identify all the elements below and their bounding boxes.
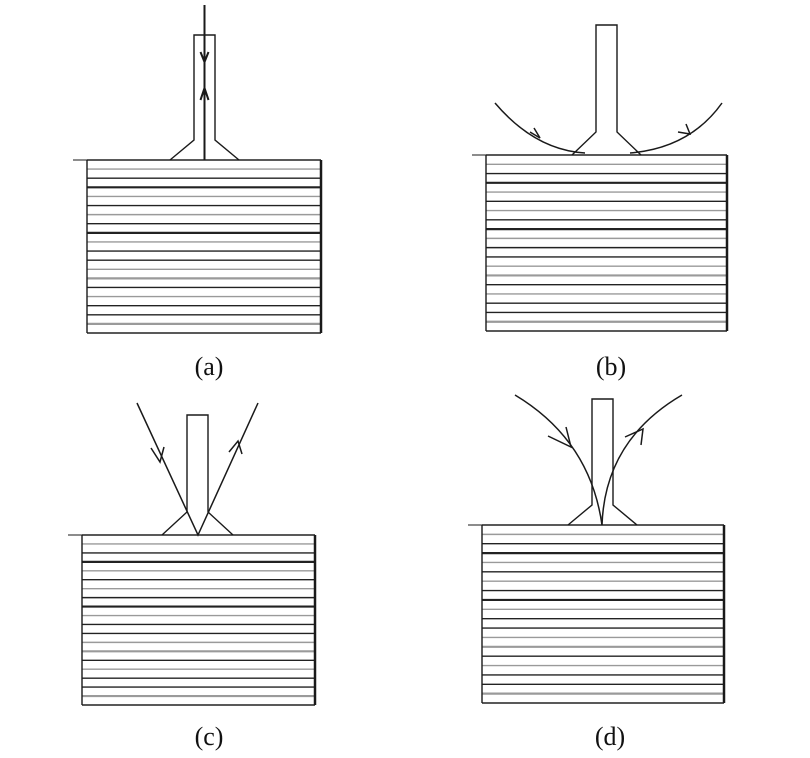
arrow-icon — [228, 439, 243, 455]
panel-b — [472, 24, 729, 332]
probe-stem — [567, 398, 638, 526]
panel-a — [73, 5, 323, 334]
arrow-up-icon — [199, 84, 210, 101]
arrow-down-icon — [199, 51, 210, 65]
panel-label-d: (d) — [595, 722, 625, 751]
arrow-icon — [150, 446, 165, 464]
reflected-ray — [629, 102, 723, 154]
incident-ray — [514, 394, 603, 526]
ray-path — [136, 402, 259, 537]
panel-d — [468, 394, 726, 704]
panel-c — [68, 402, 317, 706]
panel-label-a: (a) — [195, 352, 224, 381]
panel-label-b: (b) — [596, 352, 626, 381]
probe-stem — [571, 24, 642, 156]
reflected-ray — [601, 394, 683, 526]
panel-label-c: (c) — [195, 722, 224, 751]
probe-stem — [161, 414, 234, 536]
arrow-icon — [529, 127, 541, 139]
arrow-icon — [677, 123, 692, 135]
incident-ray — [494, 102, 586, 154]
arrow-icon — [547, 426, 573, 449]
arrow-icon — [624, 427, 644, 446]
